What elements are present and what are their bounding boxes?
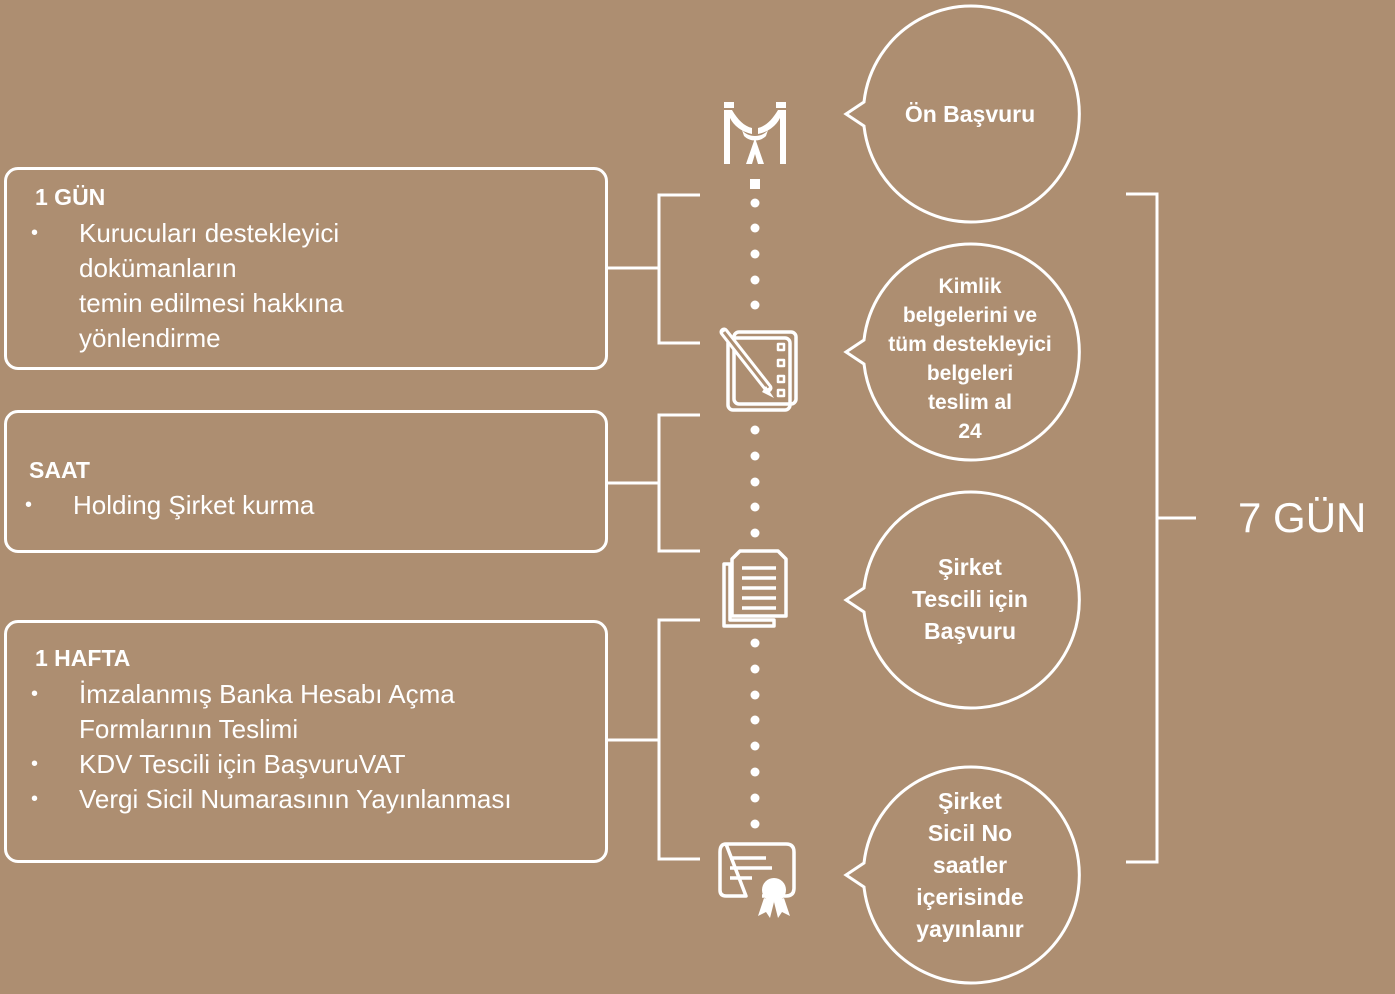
task-list: • İmzalanmış Banka Hesabı Açma Formların…	[7, 677, 512, 817]
documents-icon	[722, 549, 788, 628]
bubble-line: Başvuru	[923, 618, 1017, 644]
task-list: • Kurucuları destekleyici dokümanların t…	[7, 216, 343, 356]
task-line: İmzalanmış Banka Hesabı Açma	[79, 679, 455, 709]
duration-title: 1 GÜN	[35, 184, 106, 210]
task-line: Vergi Sicil Numarasının Yayınlanması	[79, 784, 512, 814]
total-duration: 7 GÜN	[1238, 494, 1367, 541]
bubble-line: saatler	[932, 852, 1008, 878]
bubble-2-text: Kimlik belgelerini ve tüm destekleyici b…	[860, 272, 1080, 446]
duration-title: SAAT	[29, 457, 90, 483]
bullet: •	[31, 222, 39, 244]
task-line: Holding Şirket kurma	[73, 490, 315, 520]
bullet: •	[31, 753, 39, 775]
checklist-pen-icon	[719, 327, 798, 412]
bubble-line: belgelerini ve	[902, 304, 1038, 327]
bubble-line: tüm destekleyici	[888, 333, 1052, 356]
bubble-line: Tescili için	[912, 586, 1028, 612]
bubble-3-shape	[843, 490, 1081, 710]
bubble-line: Sicil No	[927, 820, 1013, 846]
bubble-line: Şirket	[938, 788, 1002, 814]
task-line: KDV Tescili için BaşvuruVAT	[79, 749, 406, 779]
duration-box-1: 1 GÜN • Kurucuları destekleyici dokümanl…	[4, 167, 608, 370]
bubble-line: 24	[958, 420, 982, 443]
bubble-4-shape	[843, 765, 1081, 985]
task-list: • Holding Şirket kurma	[1, 488, 314, 523]
bubble-2-shape	[843, 242, 1081, 462]
bracket-1	[657, 193, 700, 345]
task-item: • KDV Tescili için BaşvuruVAT	[7, 747, 512, 782]
task-item: • İmzalanmış Banka Hesabı Açma Formların…	[7, 677, 512, 747]
bullet: •	[25, 494, 33, 516]
task-line: temin edilmesi hakkına	[79, 288, 344, 318]
bullet: •	[31, 788, 39, 810]
bubble-line: Kimlik	[938, 275, 1002, 298]
task-item: • Kurucuları destekleyici dokümanların t…	[7, 216, 343, 356]
task-item: • Vergi Sicil Numarasının Yayınlanması	[7, 782, 512, 817]
duration-box-3: 1 HAFTA • İmzalanmış Banka Hesabı Açma F…	[4, 620, 608, 863]
task-line: dokümanların	[79, 253, 237, 283]
bubble-line: teslim al	[927, 391, 1013, 414]
bubble-1-shape	[843, 4, 1081, 224]
bubble-4-text: Şirket Sicil No saatler içerisinde yayın…	[860, 785, 1080, 945]
bubble-line: içerisinde	[916, 884, 1024, 910]
duration-title: 1 HAFTA	[35, 645, 131, 671]
task-line: yönlendirme	[79, 323, 221, 353]
bracket-3	[657, 618, 700, 861]
bubble-1-text: Ön Başvuru	[860, 98, 1080, 130]
total-bracket	[1126, 192, 1159, 864]
bubble-line: yayınlanır	[916, 916, 1024, 942]
bubble-line: Şirket	[938, 554, 1002, 580]
building-logo-icon	[724, 102, 786, 164]
bracket-2	[657, 413, 700, 553]
bullet: •	[31, 683, 39, 705]
task-line: Formlarının Teslimi	[79, 714, 299, 744]
certificate-icon	[718, 842, 796, 918]
task-item: • Holding Şirket kurma	[1, 488, 314, 523]
bubble-line: belgeleri	[926, 362, 1014, 385]
duration-box-2: SAAT • Holding Şirket kurma	[4, 410, 608, 553]
timeline-dots	[750, 179, 760, 829]
bubble-3-text: Şirket Tescili için Başvuru	[860, 551, 1080, 647]
bubble-line: Ön Başvuru	[904, 101, 1036, 127]
task-line: Kurucuları destekleyici	[79, 218, 340, 248]
